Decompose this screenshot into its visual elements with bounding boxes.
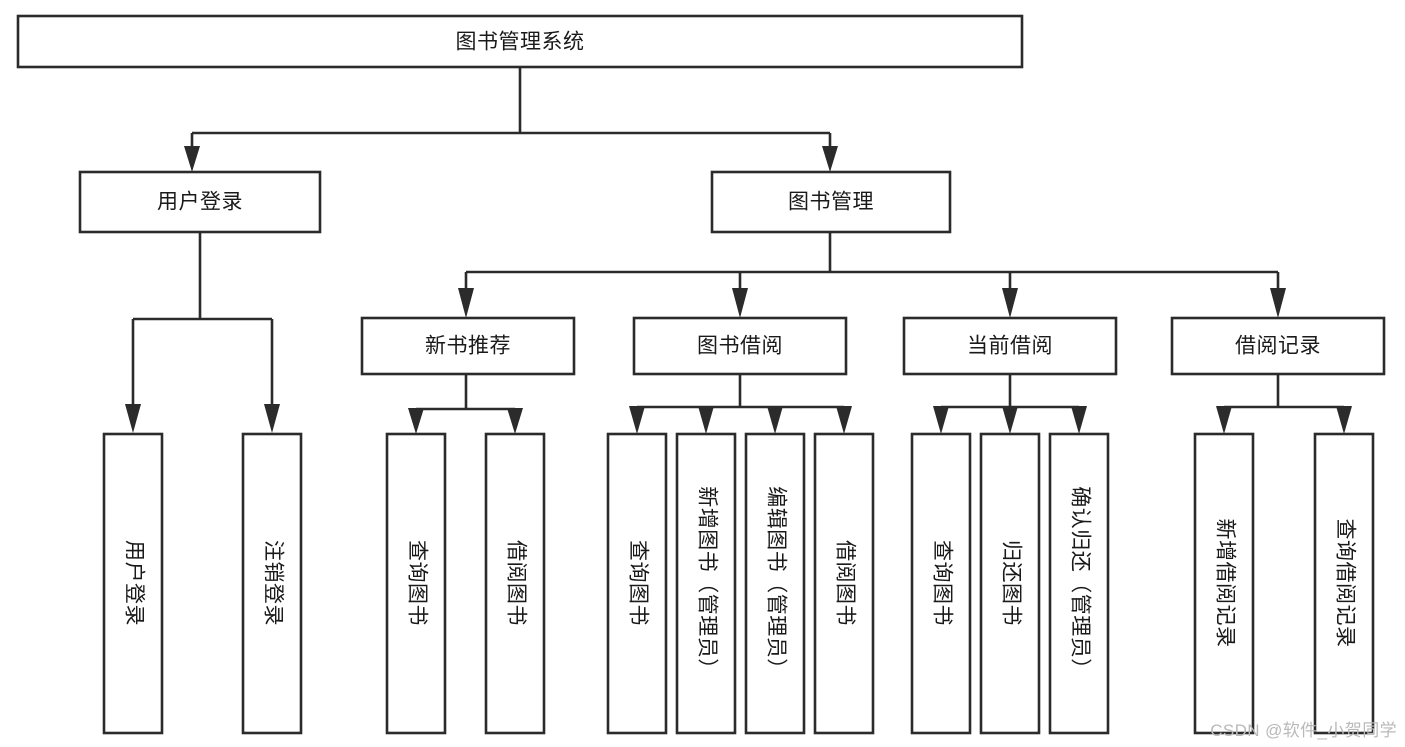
node-current-borrow[interactable]: 当前借阅 [902, 316, 1118, 376]
node-borrow-record-label: 借阅记录 [1235, 335, 1321, 358]
node-leaf-add-borrow-record-box[interactable] [1193, 432, 1255, 735]
node-leaf-add-book-admin-label: 新增图书（管理员） [695, 486, 718, 680]
node-user-login-box[interactable] [78, 170, 322, 234]
node-current-borrow-box[interactable] [902, 316, 1118, 376]
connector-group-borrow-record [1216, 374, 1352, 434]
node-leaf-user-login[interactable]: 用户登录 [102, 432, 164, 735]
node-root-system-box[interactable] [16, 14, 1024, 69]
arrow-head-to-borrow-record [1270, 288, 1286, 318]
node-new-book-recommend[interactable]: 新书推荐 [360, 316, 576, 376]
node-leaf-query-borrow-record-label: 查询借阅记录 [1333, 519, 1356, 648]
node-leaf-edit-book-admin-label: 编辑图书（管理员） [764, 486, 787, 680]
arrow-head-to-user-login [184, 146, 200, 172]
node-current-borrow-label: 当前借阅 [967, 335, 1053, 358]
node-leaf-borrow-book-2[interactable]: 借阅图书 [813, 432, 875, 735]
node-leaf-return-book[interactable]: 归还图书 [979, 432, 1041, 735]
node-leaf-query-book-3-box[interactable] [910, 432, 972, 735]
node-leaf-query-book-3-label: 查询图书 [930, 540, 953, 626]
node-leaf-add-book-admin[interactable]: 新增图书（管理员） [675, 432, 737, 735]
node-leaf-borrow-book-2-box[interactable] [813, 432, 875, 735]
node-book-management-box[interactable] [710, 170, 952, 234]
arrow-head-to-book-borrow [732, 288, 748, 318]
arrow-head-logout-leaf [264, 404, 280, 433]
arrow-head-cb-leaf3 [1071, 406, 1087, 434]
node-user-login[interactable]: 用户登录 [78, 170, 322, 234]
arrow-head-nbr-leaf1 [408, 408, 424, 434]
node-leaf-logout[interactable]: 注销登录 [241, 432, 303, 735]
node-leaf-confirm-return-admin-box[interactable] [1048, 432, 1110, 735]
arrow-head-to-current-borrow [1002, 288, 1018, 318]
arrow-head-nbr-leaf2 [507, 408, 523, 434]
node-leaf-query-book-1-label: 查询图书 [405, 540, 428, 626]
connector-group-current-borrow [933, 374, 1087, 434]
node-book-borrow-label: 图书借阅 [697, 335, 783, 358]
node-leaf-confirm-return-admin[interactable]: 确认归还（管理员） [1048, 432, 1110, 735]
node-leaf-borrow-book-2-label: 借阅图书 [833, 540, 856, 626]
arrow-head-to-book-mgmt [822, 146, 838, 172]
node-leaf-borrow-book-1[interactable]: 借阅图书 [484, 432, 546, 735]
arrow-head-cb-leaf2 [1002, 406, 1018, 434]
node-leaf-edit-book-admin-box[interactable] [744, 432, 806, 735]
node-leaf-query-borrow-record[interactable]: 查询借阅记录 [1313, 432, 1375, 735]
node-leaf-add-book-admin-box[interactable] [675, 432, 737, 735]
connector-group-book-borrow [629, 374, 852, 434]
node-book-borrow-box[interactable] [632, 316, 848, 376]
node-root-system[interactable]: 图书管理系统 [16, 14, 1024, 69]
arrow-head-br-leaf1 [1216, 406, 1232, 434]
connector-group-user-login [125, 232, 280, 433]
node-leaf-user-login-box[interactable] [102, 432, 164, 735]
node-leaf-add-borrow-record[interactable]: 新增借阅记录 [1193, 432, 1255, 735]
connector-group-new-book-rec [408, 374, 523, 434]
node-leaf-logout-label: 注销登录 [261, 540, 284, 626]
node-leaf-add-borrow-record-label: 新增借阅记录 [1213, 519, 1236, 648]
node-leaf-borrow-book-1-box[interactable] [484, 432, 546, 735]
node-new-book-recommend-label: 新书推荐 [425, 335, 511, 358]
node-book-management-label: 图书管理 [788, 191, 874, 214]
node-leaf-return-book-label: 归还图书 [999, 540, 1022, 626]
node-borrow-record-box[interactable] [1170, 316, 1386, 376]
arrow-head-br-leaf2 [1336, 406, 1352, 434]
node-leaf-logout-box[interactable] [241, 432, 303, 735]
connector-group-root [184, 67, 838, 172]
node-leaf-confirm-return-admin-label: 确认归还（管理员） [1068, 486, 1091, 680]
arrow-head-bb-leaf3 [767, 406, 783, 434]
arrow-head-to-new-book-rec [458, 288, 474, 318]
node-borrow-record[interactable]: 借阅记录 [1170, 316, 1386, 376]
node-leaf-query-book-1[interactable]: 查询图书 [385, 432, 447, 735]
node-book-borrow[interactable]: 图书借阅 [632, 316, 848, 376]
node-leaf-query-book-2-box[interactable] [606, 432, 668, 735]
node-leaf-borrow-book-1-label: 借阅图书 [504, 540, 527, 626]
node-leaf-query-book-3[interactable]: 查询图书 [910, 432, 972, 735]
arrow-head-bb-leaf4 [836, 406, 852, 434]
arrow-head-bb-leaf1 [629, 406, 645, 434]
node-leaf-query-book-2[interactable]: 查询图书 [606, 432, 668, 735]
node-leaf-edit-book-admin[interactable]: 编辑图书（管理员） [744, 432, 806, 735]
node-leaf-user-login-label: 用户登录 [122, 540, 145, 626]
node-leaf-query-borrow-record-box[interactable] [1313, 432, 1375, 735]
arrow-head-bb-leaf2 [698, 406, 714, 434]
connector-group-book-mgmt [458, 232, 1286, 318]
node-leaf-query-book-2-label: 查询图书 [626, 540, 649, 626]
arrow-head-cb-leaf1 [933, 406, 949, 434]
node-user-login-label: 用户登录 [157, 191, 243, 214]
node-leaf-return-book-box[interactable] [979, 432, 1041, 735]
node-book-management[interactable]: 图书管理 [710, 170, 952, 234]
node-leaf-query-book-1-box[interactable] [385, 432, 447, 735]
arrow-head-user-login-leaf [125, 404, 141, 433]
node-new-book-recommend-box[interactable] [360, 316, 576, 376]
node-root-system-label: 图书管理系统 [456, 31, 585, 54]
